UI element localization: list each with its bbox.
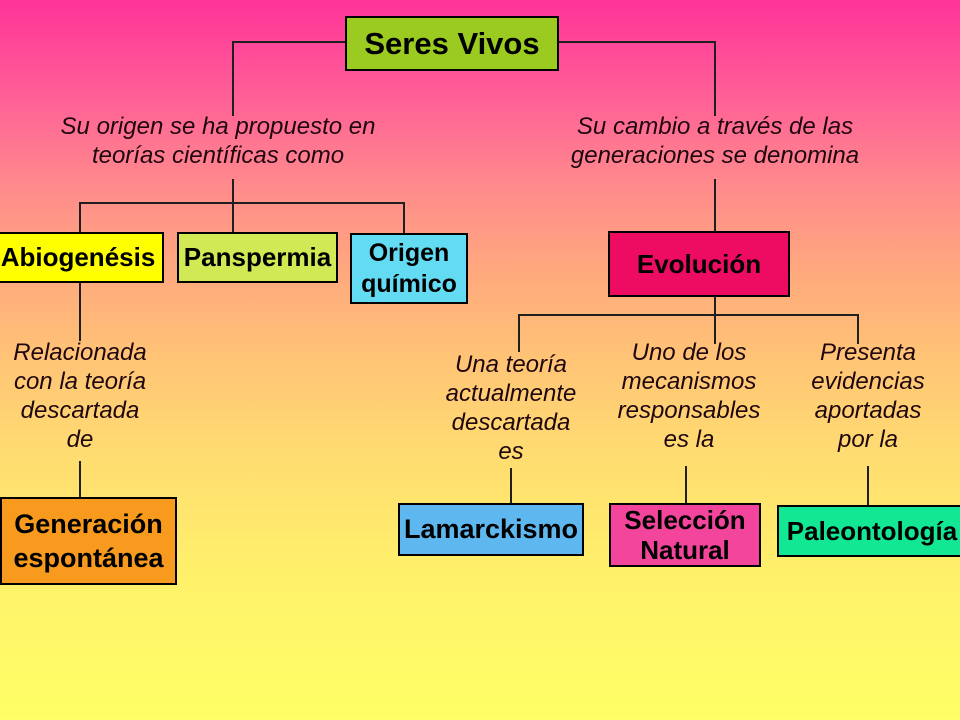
connector-line (79, 202, 405, 204)
caption-evidence: Presenta evidencias aportadas por la (811, 339, 925, 453)
connector-line (79, 282, 81, 341)
connector-line (714, 296, 716, 315)
node-paleontologia-label: Paleontología (786, 515, 958, 546)
connector-line (79, 461, 81, 498)
node-seres-vivos: Seres Vivos (345, 16, 559, 71)
connector-line (518, 314, 520, 352)
caption-mechanism: Uno de los mecanismos responsables es la (617, 339, 761, 453)
connector-line (232, 202, 234, 233)
connector-line (232, 179, 234, 203)
caption-discarded: Una teoría actualmente descartada es (445, 351, 577, 465)
caption-origin: Su origen se ha propuesto en teorías cie… (60, 113, 376, 169)
node-seleccion-natural-label: Selección Natural (624, 505, 746, 565)
caption-change: Su cambio a través de las generaciones s… (570, 113, 860, 169)
node-panspermia-label: Panspermia (183, 242, 332, 272)
node-abiogenesis-label: Abiogenésis (0, 242, 156, 272)
connector-line (685, 466, 687, 504)
connector-line (867, 466, 869, 506)
connector-line (232, 41, 234, 116)
connector-line (232, 41, 347, 43)
connector-line (510, 468, 512, 504)
node-generacion-espontanea: Generación espontánea (0, 497, 177, 585)
node-seleccion-natural: Selección Natural (609, 503, 761, 567)
connector-line (714, 41, 716, 116)
connector-line (518, 314, 859, 316)
connector-line (79, 202, 81, 234)
node-lamarckismo-label: Lamarckismo (403, 514, 579, 544)
node-evolucion-label: Evolución (636, 248, 762, 279)
node-evolucion: Evolución (608, 231, 790, 297)
node-lamarckismo: Lamarckismo (398, 503, 584, 556)
connector-line (714, 179, 716, 232)
connector-line (403, 202, 405, 234)
caption-related: Relacionada con la teoría descartada de (13, 339, 147, 453)
connector-line (714, 314, 716, 344)
node-generacion-espontanea-label: Generación espontánea (13, 509, 164, 573)
node-origen-quimico-label: Origen químico (361, 238, 457, 298)
connector-line (559, 41, 716, 43)
node-paleontologia: Paleontología (777, 505, 960, 557)
node-origen-quimico: Origen químico (350, 233, 468, 304)
node-panspermia: Panspermia (177, 232, 338, 283)
node-seres-vivos-label: Seres Vivos (364, 25, 540, 61)
node-abiogenesis: Abiogenésis (0, 232, 164, 283)
connector-line (857, 314, 859, 344)
